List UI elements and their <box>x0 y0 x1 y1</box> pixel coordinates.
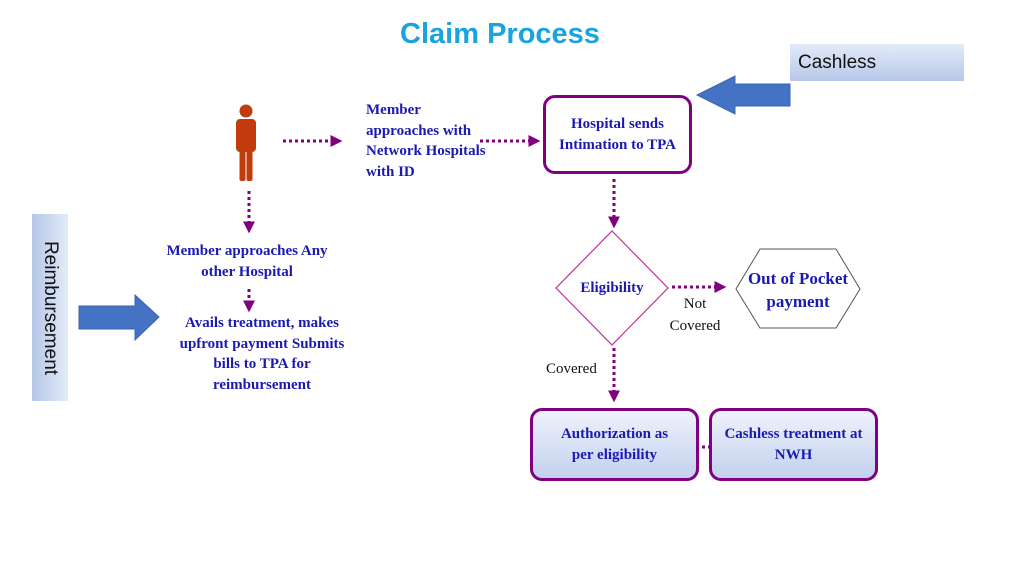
not-covered-label: Not Covered <box>669 296 721 334</box>
cashless-treatment-box: Cashless treatment at NWH <box>709 408 878 481</box>
block-arrow-left-icon <box>695 75 791 115</box>
person-icon <box>236 104 256 181</box>
cashless-treatment-label: Cashless treatment at NWH <box>724 426 863 463</box>
authorization-box: Authorization as per eligibility <box>530 408 699 481</box>
out-of-pocket-label: Out of Pocket payment <box>747 269 849 311</box>
avails-treatment-node: Avails treatment, makes upfront payment … <box>179 315 345 393</box>
reimbursement-tab: Reimbursement <box>32 214 68 401</box>
cashless-tab: Cashless <box>790 44 964 81</box>
eligibility-diamond <box>555 230 669 346</box>
covered-label: Covered <box>546 361 597 377</box>
hospital-intimation-label: Hospital sends Intimation to TPA <box>559 116 676 153</box>
block-arrow-right-icon <box>78 293 160 342</box>
eligibility-label: Eligibility <box>580 280 644 296</box>
page-title: Claim Process <box>400 18 600 50</box>
member-network-node: Member approaches with Network Hospitals… <box>366 102 486 180</box>
out-of-pocket-hexagon <box>735 248 861 329</box>
hospital-intimation-box: Hospital sends Intimation to TPA <box>543 95 692 174</box>
member-other-node: Member approaches Any other Hospital <box>166 243 328 280</box>
authorization-label: Authorization as per eligibility <box>560 426 669 463</box>
